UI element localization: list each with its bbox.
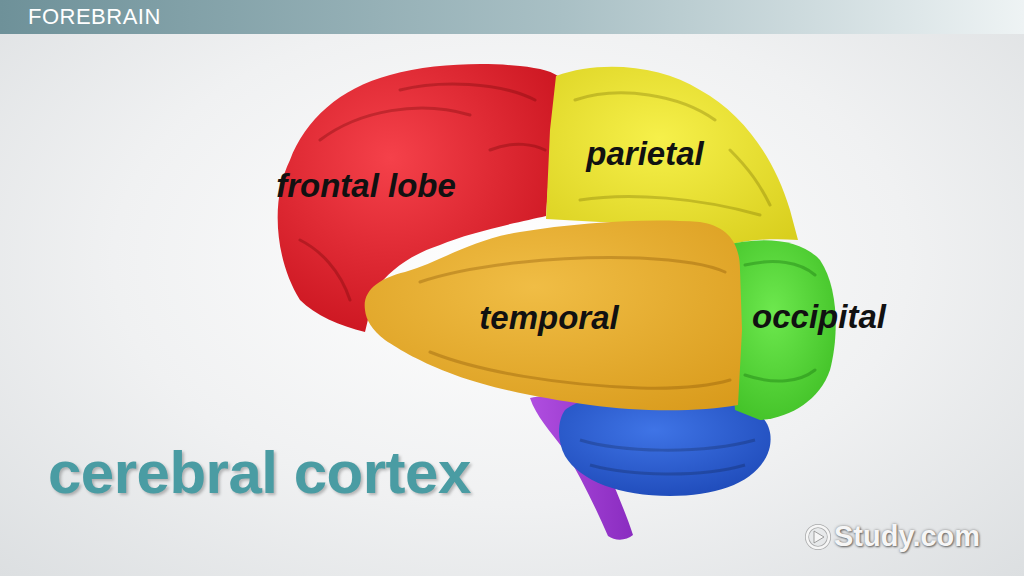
banner-title-holder: FOREBRAIN: [28, 4, 161, 29]
watermark: Study.com: [834, 520, 980, 553]
banner-title: FOREBRAIN: [28, 4, 161, 29]
lobe-label: temporal: [479, 299, 618, 337]
cerebellum-folds: [580, 440, 755, 474]
lobe-label-holder: occipital: [752, 298, 886, 336]
lobe-label-holder: parietal: [586, 135, 703, 173]
watermark-logo: [807, 526, 829, 548]
caption-label: cerebral cortex: [48, 438, 471, 507]
caption-label-holder: cerebral cortex: [48, 438, 471, 507]
temporal-lobe: [365, 220, 742, 410]
title-banner: [0, 0, 1024, 34]
parietal-gyri: [575, 93, 770, 215]
lobe-label-holder: frontal lobe: [276, 167, 456, 205]
lobe-label: frontal lobe: [276, 167, 456, 205]
temporal-gyri: [420, 257, 730, 388]
lobe-label: occipital: [752, 298, 886, 336]
lobe-label: parietal: [586, 135, 703, 173]
watermark-holder: Study.com: [834, 520, 980, 553]
parietal-lobe: [546, 67, 798, 246]
lobe-label-holder: temporal: [479, 299, 618, 337]
